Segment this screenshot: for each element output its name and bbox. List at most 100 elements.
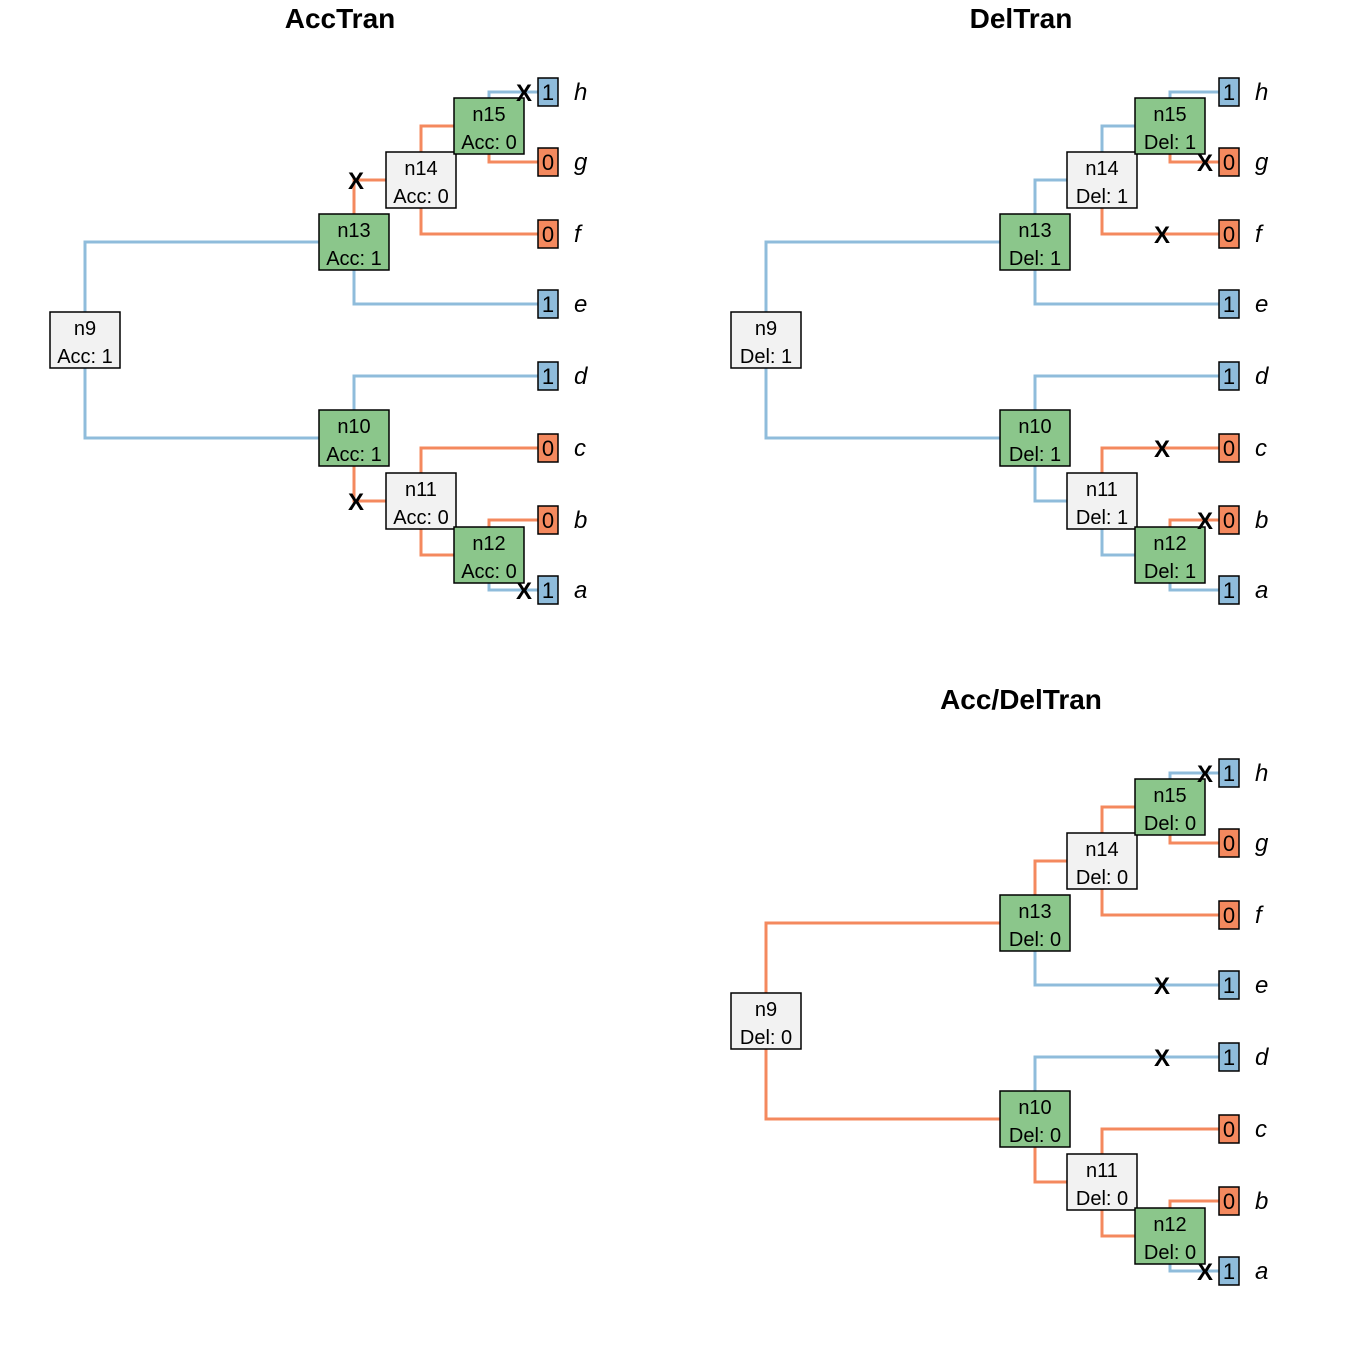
tip-state-value: 1 [1223,364,1235,389]
branches [83,90,538,592]
change-mark-icon: X [348,168,364,195]
node-box [1066,472,1138,530]
node-box [318,213,390,271]
node-name: n15 [1153,785,1186,807]
node-box [1134,526,1206,584]
tip-label: f [574,221,583,248]
panel-title: DelTran [970,3,1073,34]
node-name: n12 [472,533,505,555]
node-name: n11 [405,479,437,501]
tip-state-box [537,147,559,177]
node-box [999,409,1071,467]
tip-state-value: 1 [1223,578,1235,603]
tip-state-value: 0 [542,150,554,175]
branch-n9-n13 [83,240,354,340]
tip-state-value: 1 [1223,292,1235,317]
node-name: n15 [472,104,505,126]
tip-label: c [1255,1116,1267,1143]
tip-state-value: 0 [1223,831,1235,856]
node-name: n11 [1086,1160,1118,1182]
tip-state-value: 0 [542,508,554,533]
node-box [385,472,457,530]
tip-state-box [1218,900,1240,930]
node-state: Del: 1 [1076,507,1128,529]
node-state: Del: 0 [1144,813,1196,835]
node-box [730,992,802,1050]
tip-state-box [537,361,559,391]
tip-state-box [537,289,559,319]
change-mark-icon: X [1197,150,1213,177]
tip-state-box [537,433,559,463]
node-box [1134,778,1206,836]
tip-label: e [574,291,587,318]
branch-n9-n10 [83,340,354,440]
change-mark-icon: X [1197,508,1213,535]
tip-label: g [574,149,588,176]
tip-state-box [1218,970,1240,1000]
tip-label: g [1255,830,1269,857]
tip-label: b [1255,507,1268,534]
node-state: Acc: 0 [393,507,449,529]
tip-state-box [1218,147,1240,177]
tip-state-value: 0 [1223,222,1235,247]
node-box [1066,1153,1138,1211]
tip-state-value: 1 [542,292,554,317]
node-name: n9 [74,318,96,340]
change-mark-icon: X [1154,436,1170,463]
tip-label: h [1255,79,1268,106]
tip-state-value: 0 [1223,508,1235,533]
node-name: n14 [1085,158,1118,180]
tip-state-value: 0 [542,436,554,461]
node-name: n10 [337,416,370,438]
node-box [49,311,121,369]
node-box [999,1090,1071,1148]
node-state: Acc: 1 [326,444,382,466]
node-name: n12 [1153,1214,1186,1236]
node-name: n13 [1018,220,1051,242]
node-name: n12 [1153,533,1186,555]
node-name: n14 [404,158,437,180]
tip-state-value: 1 [1223,80,1235,105]
tip-label: e [1255,291,1268,318]
node-state: Del: 1 [1009,248,1061,270]
branches [764,771,1219,1273]
node-state: Del: 1 [1076,186,1128,208]
tip-label: f [1255,221,1264,248]
tip-label: b [1255,1188,1268,1215]
branch-n9-n13 [764,921,1035,1021]
tip-label: b [574,507,587,534]
tip-label: h [1255,760,1268,787]
tip-label: d [1255,1044,1269,1071]
change-mark-icon: X [348,489,364,516]
tip-state-box [537,77,559,107]
tip-state-value: 1 [1223,1045,1235,1070]
